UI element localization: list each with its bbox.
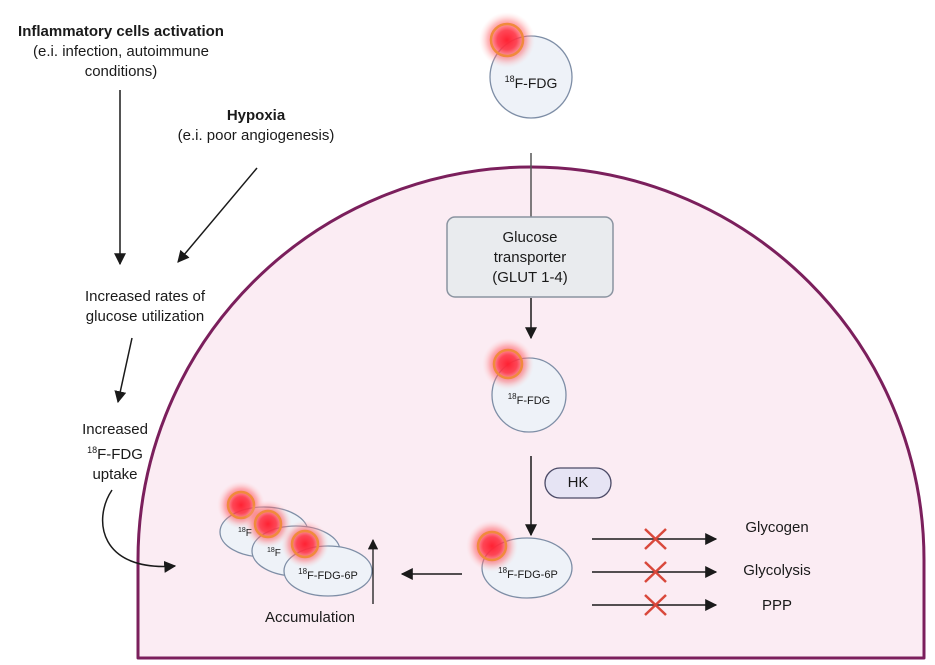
stack-back-label: 18F bbox=[238, 521, 268, 544]
stack-back-sup: 18 bbox=[238, 527, 246, 534]
fdg-molecule-top bbox=[479, 12, 573, 119]
hk-enzyme-pill bbox=[544, 467, 612, 499]
fdg-top-sup: 18 bbox=[504, 74, 515, 84]
fdg-top-text: F-FDG bbox=[514, 75, 558, 91]
arrow-uptake-to-cell bbox=[101, 489, 177, 573]
stack-front-sup: 18 bbox=[298, 567, 308, 576]
fdg6p-text: F-FDG-6P bbox=[507, 569, 558, 581]
fdg6p-sup: 18 bbox=[498, 566, 508, 575]
utilization-label: Increased rates of glucose utilization bbox=[55, 287, 235, 327]
fdg6p-molecule bbox=[466, 520, 573, 599]
fdg-inner-label: 18F-FDG bbox=[494, 387, 564, 411]
pathway-glycogen-arrow bbox=[592, 528, 718, 550]
uptake-line2: F-FDG bbox=[97, 446, 143, 463]
inflammatory-title: Inflammatory cells activation bbox=[18, 23, 224, 40]
transporter-line1: Glucose bbox=[502, 229, 558, 246]
fdg-top-label: 18F-FDG bbox=[491, 69, 571, 93]
accumulation-label: Accumulation bbox=[264, 609, 356, 626]
stack-mid-label: 18F bbox=[267, 541, 297, 564]
fdg6p-stack bbox=[217, 481, 373, 597]
fdg-molecule-inner bbox=[482, 338, 567, 433]
uptake-sup: 18 bbox=[87, 445, 98, 455]
inflammatory-line3: conditions) bbox=[84, 63, 158, 80]
hk-label: HK bbox=[567, 474, 589, 491]
uptake-line3: uptake bbox=[92, 466, 138, 483]
uptake-label: Increased 18F-FDG uptake bbox=[50, 420, 180, 485]
stack-front-text: F-FDG-6P bbox=[307, 570, 358, 582]
inflammatory-label: Inflammatory cells activation (e.i. infe… bbox=[0, 22, 242, 82]
hypoxia-line2: (e.i. poor angiogenesis) bbox=[177, 127, 335, 144]
stack-front-label: 18F-FDG-6P bbox=[286, 562, 370, 586]
pathway-glycolysis-label: Glycolysis bbox=[743, 562, 811, 579]
glucose-transporter-box bbox=[446, 216, 614, 298]
arrow-hypoxia-to-utilization bbox=[177, 167, 258, 263]
pathway-glycogen-label: Glycogen bbox=[745, 519, 809, 536]
pathway-glycolysis-arrow bbox=[592, 561, 718, 583]
fdg-inner-sup: 18 bbox=[507, 392, 517, 401]
uptake-line1: Increased bbox=[82, 421, 148, 438]
transporter-label: Glucose transporter (GLUT 1-4) bbox=[447, 228, 613, 288]
hypoxia-title: Hypoxia bbox=[226, 107, 286, 124]
transporter-line2: transporter bbox=[493, 249, 567, 266]
pathway-ppp-arrow bbox=[592, 594, 718, 616]
fdg6p-label: 18F-FDG-6P bbox=[482, 561, 574, 585]
arrow-utilization-to-uptake bbox=[114, 337, 133, 404]
utilization-line1: Increased rates of bbox=[84, 288, 206, 305]
pathway-ppp-label: PPP bbox=[761, 597, 792, 614]
utilization-line2: glucose utilization bbox=[85, 308, 205, 325]
stack-mid-sup: 18 bbox=[267, 547, 275, 554]
fdg-inner-text: F-FDG bbox=[516, 395, 551, 407]
inflammatory-line2: (e.i. infection, autoimmune bbox=[33, 43, 209, 60]
stack-mid-text: F bbox=[274, 548, 281, 559]
hypoxia-label: Hypoxia (e.i. poor angiogenesis) bbox=[156, 106, 356, 146]
stack-back-text: F bbox=[245, 528, 252, 539]
transporter-line3: (GLUT 1-4) bbox=[492, 269, 568, 286]
